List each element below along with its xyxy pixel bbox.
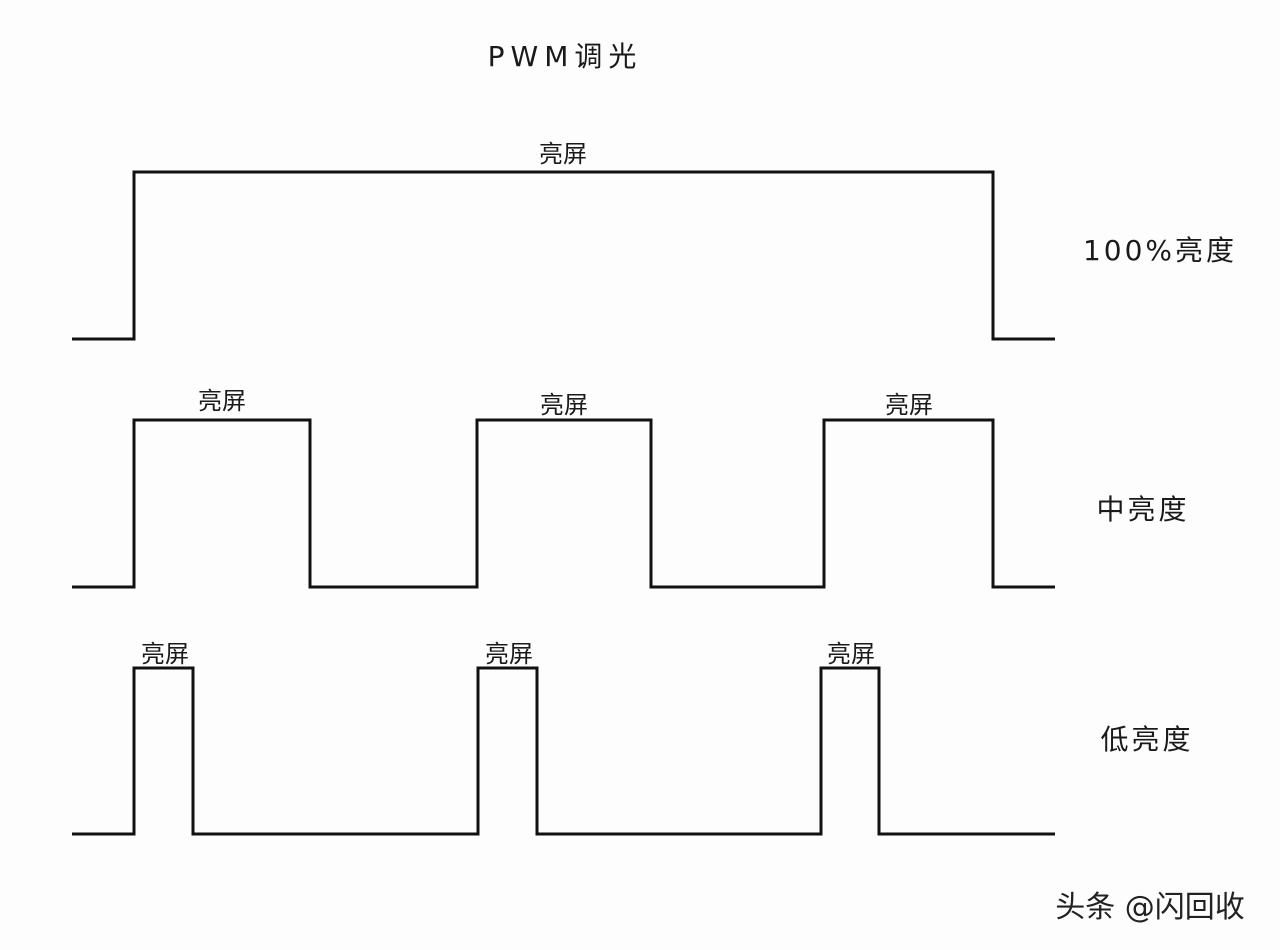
on-label: 亮屏 xyxy=(141,640,189,668)
on-label: 亮屏 xyxy=(485,640,533,668)
on-label: 亮屏 xyxy=(198,387,246,415)
on-label: 亮屏 xyxy=(539,140,587,168)
watermark: 头条 @闪回收 xyxy=(1055,890,1245,925)
waveform-medium xyxy=(72,418,1055,589)
level-label-medium: 中亮度 xyxy=(1096,493,1189,526)
level-label-low: 低亮度 xyxy=(1100,723,1193,756)
level-label-100: 100%亮度 xyxy=(1083,234,1237,267)
diagram-title: PWM调光 xyxy=(488,40,643,73)
waveform-low xyxy=(72,666,1055,836)
waveform-100-percent xyxy=(72,170,1055,341)
on-label: 亮屏 xyxy=(885,391,933,419)
on-label: 亮屏 xyxy=(827,640,875,668)
on-label: 亮屏 xyxy=(540,391,588,419)
